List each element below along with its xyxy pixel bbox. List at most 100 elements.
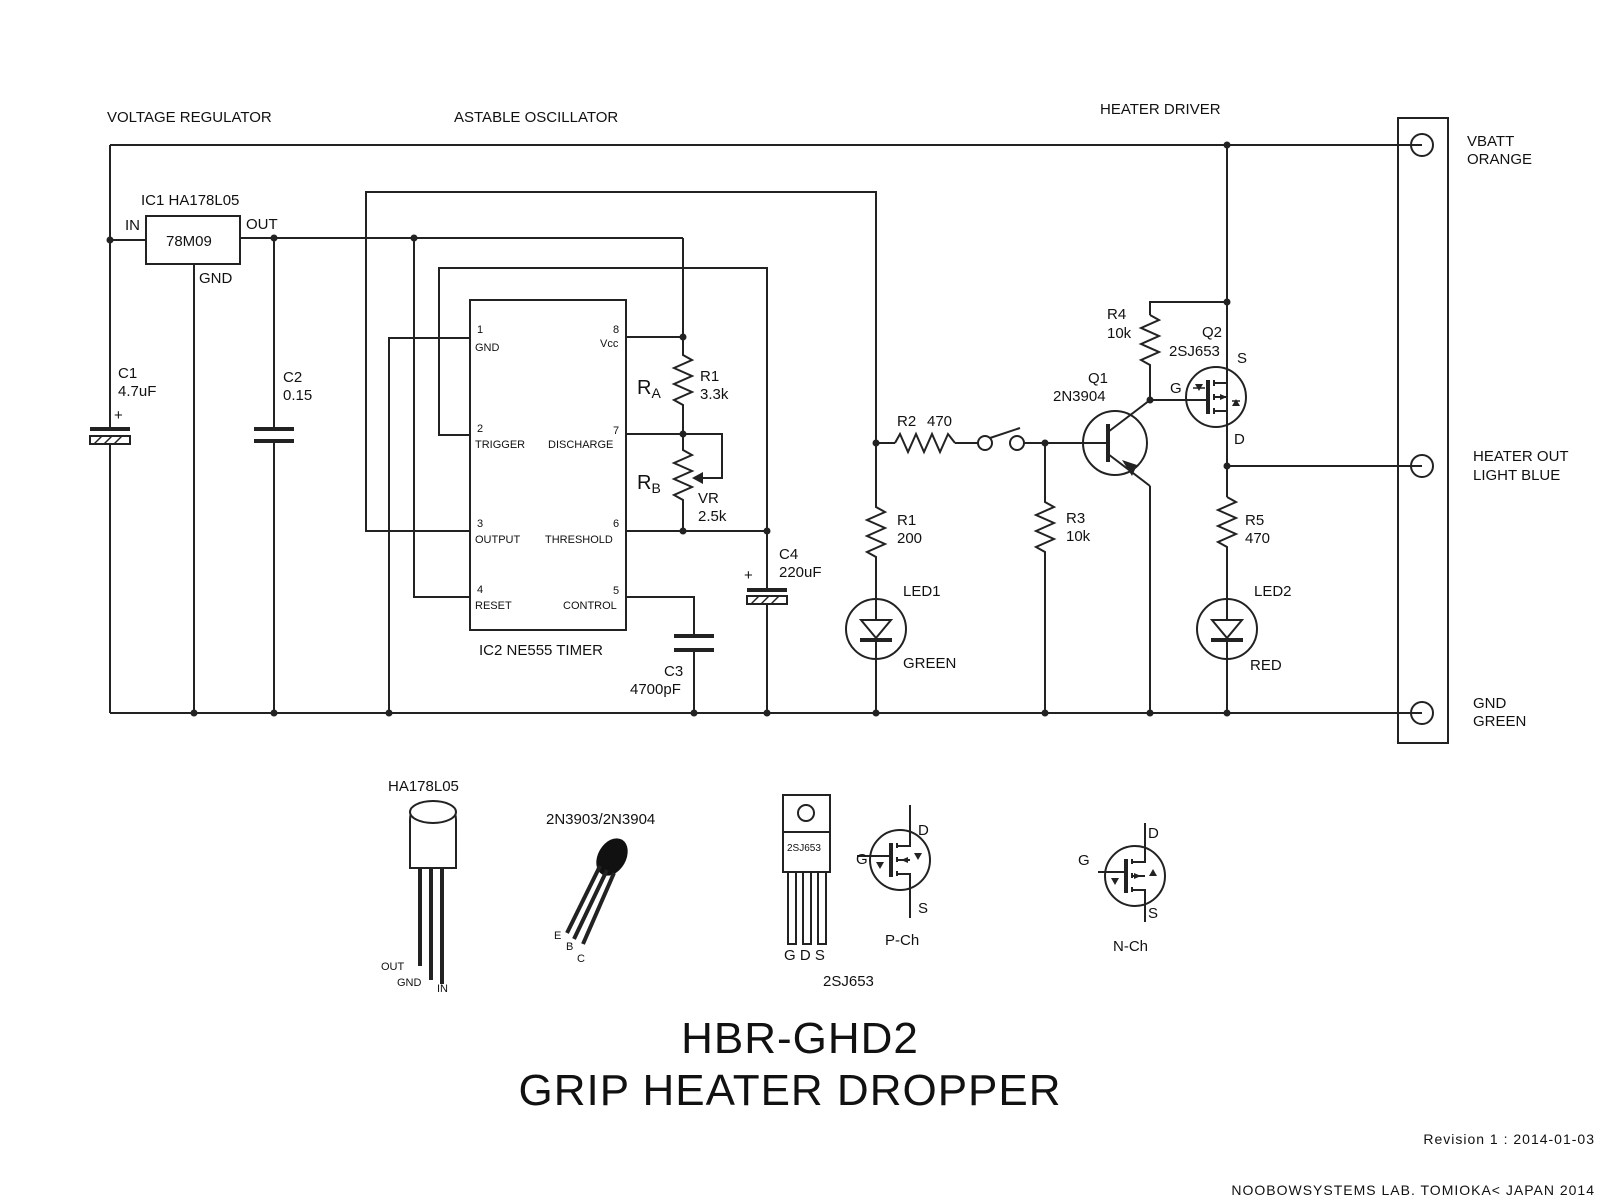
lead xyxy=(581,872,616,945)
mosfet-body xyxy=(1185,366,1247,428)
pin1-name: GND xyxy=(475,342,500,354)
resistor-zigzag xyxy=(671,434,695,531)
q2-g: G xyxy=(1170,380,1182,397)
mosfet-body xyxy=(1104,845,1166,907)
transistor-q1: Q1 2N3904 xyxy=(1053,370,1154,717)
led2-ref: LED2 xyxy=(1254,583,1292,600)
resistor-r5: R5 470 xyxy=(1215,496,1270,600)
rb-symbol: RB xyxy=(637,472,661,496)
to92-body xyxy=(596,838,628,876)
ra-value: 3.3k xyxy=(700,386,729,403)
q1-ref: Q1 xyxy=(1088,370,1108,387)
c3-value: 4700pF xyxy=(630,681,681,698)
pch-g: G xyxy=(856,851,868,868)
q2-ref: Q2 xyxy=(1202,324,1222,341)
wire xyxy=(626,596,695,634)
symbol-pch: G D S P-Ch xyxy=(856,805,931,949)
pkg-ha178-in: IN xyxy=(437,983,448,995)
nch-caption: N-Ch xyxy=(1113,938,1148,955)
q2-s: S xyxy=(1237,350,1247,367)
c2-ref: C2 xyxy=(283,369,302,386)
hatch xyxy=(760,595,770,605)
wire xyxy=(1149,145,1228,315)
resistor-r3: R3 10k xyxy=(1033,497,1091,562)
mosfet-body xyxy=(869,829,931,891)
led-triangle xyxy=(858,619,894,640)
ic2-body xyxy=(469,299,627,631)
pkg-trans-b: B xyxy=(566,941,573,953)
lead xyxy=(787,871,797,945)
pkg-trans-title: 2N3903/2N3904 xyxy=(546,811,655,828)
lead xyxy=(817,871,827,945)
package-2sj653: 2SJ653 G D S 2SJ653 xyxy=(782,794,874,990)
wire xyxy=(388,337,470,713)
c3-ref: C3 xyxy=(664,663,683,680)
resistor-r4: R4 10k xyxy=(1107,141,1231,404)
r4-ref: R4 xyxy=(1107,306,1126,323)
body-diode xyxy=(1149,869,1157,876)
pkg-ha178-title: HA178L05 xyxy=(388,778,459,795)
resistor-r2: R2 470 xyxy=(894,413,956,455)
driver-wiring xyxy=(872,439,1092,717)
junction-dot xyxy=(1146,709,1154,717)
output-wire xyxy=(365,191,877,532)
hatch xyxy=(113,435,123,445)
symbol-nch: G D S N-Ch xyxy=(1078,823,1166,955)
led-triangle xyxy=(1209,619,1245,640)
nch-s: S xyxy=(1148,905,1158,922)
arrow xyxy=(901,857,908,863)
terminal-heater xyxy=(1410,454,1434,478)
r1b-value: 200 xyxy=(897,530,922,547)
title-line2: GRIP HEATER DROPPER xyxy=(518,1066,1061,1115)
ra-ref: R1 xyxy=(700,368,719,385)
c4-ref: C4 xyxy=(779,546,798,563)
source-wire xyxy=(1214,370,1228,384)
c1-ref: C1 xyxy=(118,365,137,382)
r3-ref: R3 xyxy=(1066,510,1085,527)
ic1-gnd-label: GND xyxy=(199,270,233,287)
r2-value: 470 xyxy=(927,413,952,430)
zener xyxy=(876,862,884,869)
junction-dot xyxy=(1041,709,1049,717)
pch-d: D xyxy=(918,822,929,839)
pkg-mosfet-caption: 2SJ653 xyxy=(823,973,874,990)
led2-color: RED xyxy=(1250,657,1282,674)
q2-d: D xyxy=(1234,431,1245,448)
junction-dot xyxy=(270,709,278,717)
wire xyxy=(1132,889,1146,906)
c1-polarity: + xyxy=(114,407,123,424)
potentiometer-vr: RB VR 2.5k xyxy=(637,433,727,531)
resistor-zigzag xyxy=(671,337,695,434)
section-label-oscillator: ASTABLE OSCILLATOR xyxy=(454,109,618,126)
q1-part: 2N3904 xyxy=(1053,388,1106,405)
resistor-zigzag xyxy=(1033,497,1057,562)
junction-dot xyxy=(1223,141,1231,149)
pin3-name: OUTPUT xyxy=(475,534,521,546)
c4-value: 220uF xyxy=(779,564,822,581)
c1-value: 4.7uF xyxy=(118,383,156,400)
nch-d: D xyxy=(1148,825,1159,842)
ic1-regulator: IC1 HA178L05 78M09 IN OUT GND xyxy=(106,192,683,717)
r3-value: 10k xyxy=(1066,528,1091,545)
pkg-mosfet-pins: G D S xyxy=(784,947,825,964)
revision-label: Revision 1 : 2014-01-03 xyxy=(1423,1131,1595,1147)
pin8-num: 8 xyxy=(613,324,619,336)
pkg-trans-e: E xyxy=(554,930,561,942)
junction-dot xyxy=(872,709,880,717)
r5-ref: R5 xyxy=(1245,512,1264,529)
junction-dot xyxy=(385,709,393,717)
pin4-name: RESET xyxy=(475,600,512,612)
pin7-name: DISCHARGE xyxy=(548,439,613,451)
pkg-ha178-gnd: GND xyxy=(397,977,422,989)
ic1-out-label: OUT xyxy=(246,216,278,233)
pkg-ha178-out: OUT xyxy=(381,961,405,973)
c4-polarity: + xyxy=(744,567,753,584)
pin6-num: 6 xyxy=(613,518,619,530)
term-gnd-l2: GREEN xyxy=(1473,713,1526,730)
lead xyxy=(565,865,602,934)
pin4-num: 4 xyxy=(477,584,483,596)
emitter-arrow xyxy=(1122,460,1137,476)
wire xyxy=(626,238,684,338)
title-line1: HBR-GHD2 xyxy=(681,1014,919,1063)
led1-color: GREEN xyxy=(903,655,956,672)
